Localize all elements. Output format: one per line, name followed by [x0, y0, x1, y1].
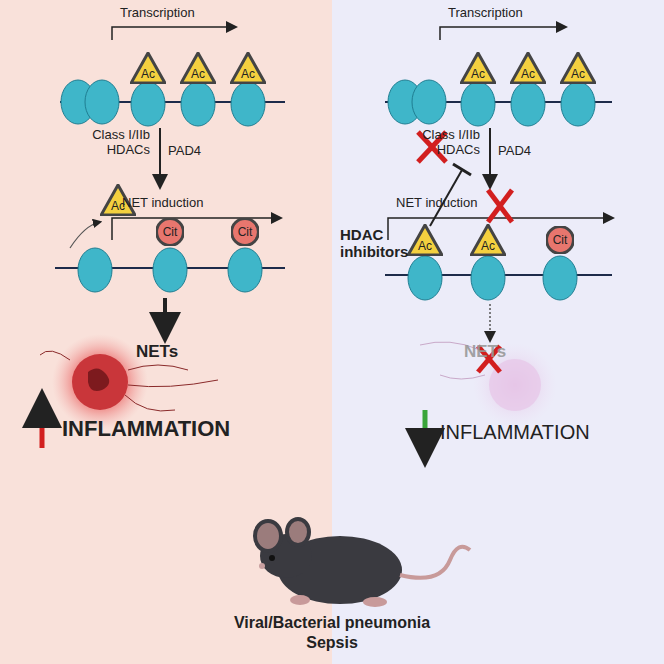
text-label: Transcription	[448, 6, 558, 21]
acetyl-tag: Ac	[180, 52, 216, 84]
tag-text: Ac	[180, 52, 216, 81]
tag-text: Ac	[230, 52, 266, 81]
tag-text: Ac	[460, 52, 496, 81]
citrulline-tag: Cit	[546, 226, 574, 254]
text-label: Class I/IIb HDACs	[58, 128, 150, 158]
text-label: HDAC inhibitors	[340, 226, 440, 261]
tag-text: Ac	[470, 224, 506, 253]
acetyl-tag: Ac	[130, 52, 166, 84]
citrulline-tag: Cit	[231, 218, 259, 246]
acetyl-tag: Ac	[230, 52, 266, 84]
tag-text: Ac	[407, 224, 443, 253]
tag-text: Cit	[546, 226, 574, 247]
text-label: Sepsis	[182, 634, 482, 652]
text-label: PAD4	[168, 144, 228, 159]
text-label: NET induction	[396, 196, 526, 211]
tag-text: Ac	[560, 52, 596, 81]
text-label: Viral/Bacterial pneumonia	[182, 614, 482, 632]
mouse	[255, 519, 470, 607]
acetyl-tag: Ac	[510, 52, 546, 84]
acetyl-tag: Ac	[407, 224, 443, 256]
text-label: NETs	[464, 342, 544, 362]
text-label: Transcription	[120, 6, 230, 21]
acetyl-tag: Ac	[470, 224, 506, 256]
text-label: PAD4	[498, 144, 558, 159]
citrulline-tag: Cit	[156, 218, 184, 246]
text-label: Class I/IIb HDACs	[388, 128, 480, 158]
tag-text: Ac	[510, 52, 546, 81]
tag-text: Cit	[231, 218, 259, 239]
text-label: INFLAMMATION	[440, 421, 640, 444]
text-label: NETs	[136, 342, 216, 362]
text-label: NET induction	[122, 196, 252, 211]
acetyl-tag: Ac	[460, 52, 496, 84]
tag-text: Ac	[130, 52, 166, 81]
acetyl-tag: Ac	[560, 52, 596, 84]
text-label: INFLAMMATION	[62, 416, 282, 441]
tag-text: Cit	[156, 218, 184, 239]
